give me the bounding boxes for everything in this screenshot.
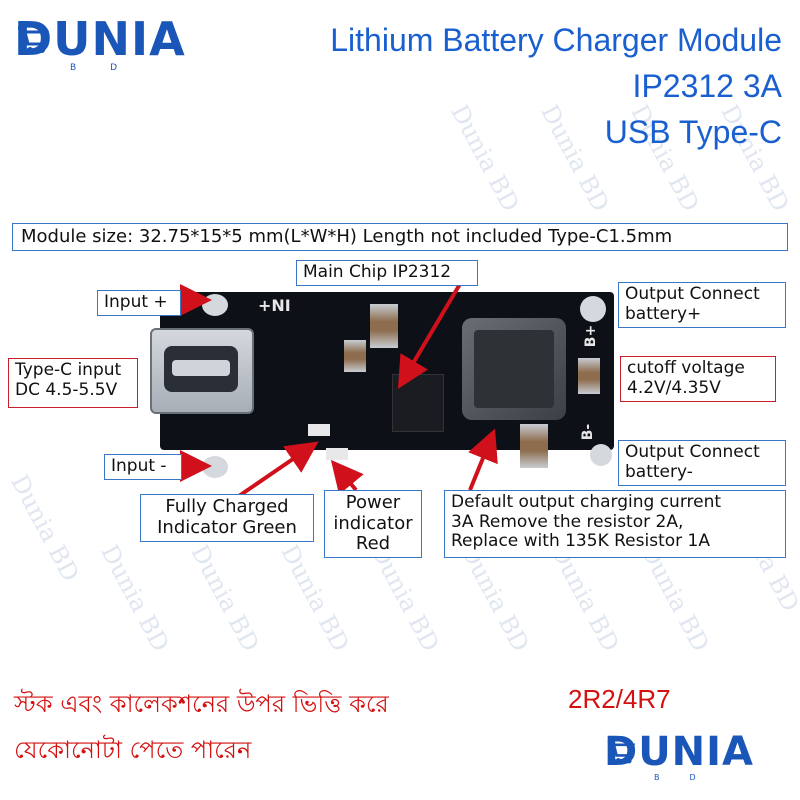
page-title-line-3: USB Type-C [604, 114, 782, 150]
logo-subtext: BD [70, 63, 152, 73]
logo-wordmark: DUNIA [14, 12, 186, 66]
callout-typec-input: Type-C input DC 4.5-5.5V [8, 358, 138, 408]
resistor-code: 2R2/4R7 [568, 684, 671, 714]
callout-power-indicator: Power indicator Red [324, 490, 422, 558]
out-minus-line-2: battery- [625, 461, 693, 482]
brand-logo-top: DUNIA BD [14, 16, 186, 73]
fully-line-1: Fully Charged [165, 496, 289, 517]
brand-logo-bottom: DUNIA BD [604, 732, 754, 782]
pcb-board: +NI B+ B- [150, 292, 614, 478]
fully-line-2: Indicator Green [157, 516, 297, 538]
callout-main-chip: Main Chip IP2312 [296, 260, 478, 286]
capacitor [344, 340, 366, 372]
callout-output-battery-plus: Output Connect battery+ [618, 282, 786, 328]
callout-input-plus: Input + [97, 290, 181, 316]
power-line-2: indicator [333, 512, 413, 534]
cutoff-line-1: cutoff voltage [627, 358, 745, 378]
bengali-stock-note-line-2: যেকোনোটা পেতে পারেন [14, 736, 252, 764]
typec-connector [150, 328, 254, 414]
cutoff-line-2: 4.2V/4.35V [627, 377, 721, 398]
out-plus-line-2: battery+ [625, 303, 702, 324]
bengali-stock-note-line-1: স্টক এবং কালেকশনের উপর ভিত্তি করে [14, 690, 389, 718]
callout-output-battery-minus: Output Connect battery- [618, 440, 786, 486]
inductor [462, 318, 566, 420]
cart-icon [607, 739, 636, 764]
module-size-label: Module size: 32.75*15*5 mm(L*W*H) Length… [12, 223, 788, 251]
capacitor [520, 424, 548, 468]
led-green [308, 424, 330, 436]
logo-subtext: BD [654, 773, 726, 782]
typec-label-line-2: DC 4.5-5.5V [15, 379, 118, 400]
out-plus-line-1: Output Connect [625, 284, 760, 304]
callout-input-minus: Input - [104, 454, 182, 480]
pad-battery-minus [590, 444, 612, 466]
default-line-2: 3A Remove the resistor 2A, [451, 511, 684, 532]
default-line-1: Default output charging current [451, 492, 722, 512]
silk-label-ni: +NI [258, 296, 291, 315]
page-title-line-2: IP2312 3A [632, 68, 782, 104]
led-red [326, 448, 348, 460]
cart-icon [18, 26, 49, 53]
callout-default-current: Default output charging current 3A Remov… [444, 490, 786, 558]
callout-fully-charged: Fully Charged Indicator Green [140, 494, 314, 542]
power-line-3: Red [355, 533, 391, 555]
pad-battery-plus [580, 296, 606, 322]
logo-wordmark: DUNIA [604, 729, 754, 775]
capacitor [370, 304, 398, 348]
capacitor [578, 358, 600, 394]
power-line-1: Power [345, 492, 401, 513]
callout-cutoff-voltage: cutoff voltage 4.2V/4.35V [620, 356, 776, 402]
typec-label-line-1: Type-C input [15, 360, 122, 380]
default-line-3: Replace with 135K Resistor 1A [451, 531, 710, 552]
out-minus-line-1: Output Connect [625, 442, 760, 462]
page-title-line-1: Lithium Battery Charger Module [330, 22, 782, 58]
